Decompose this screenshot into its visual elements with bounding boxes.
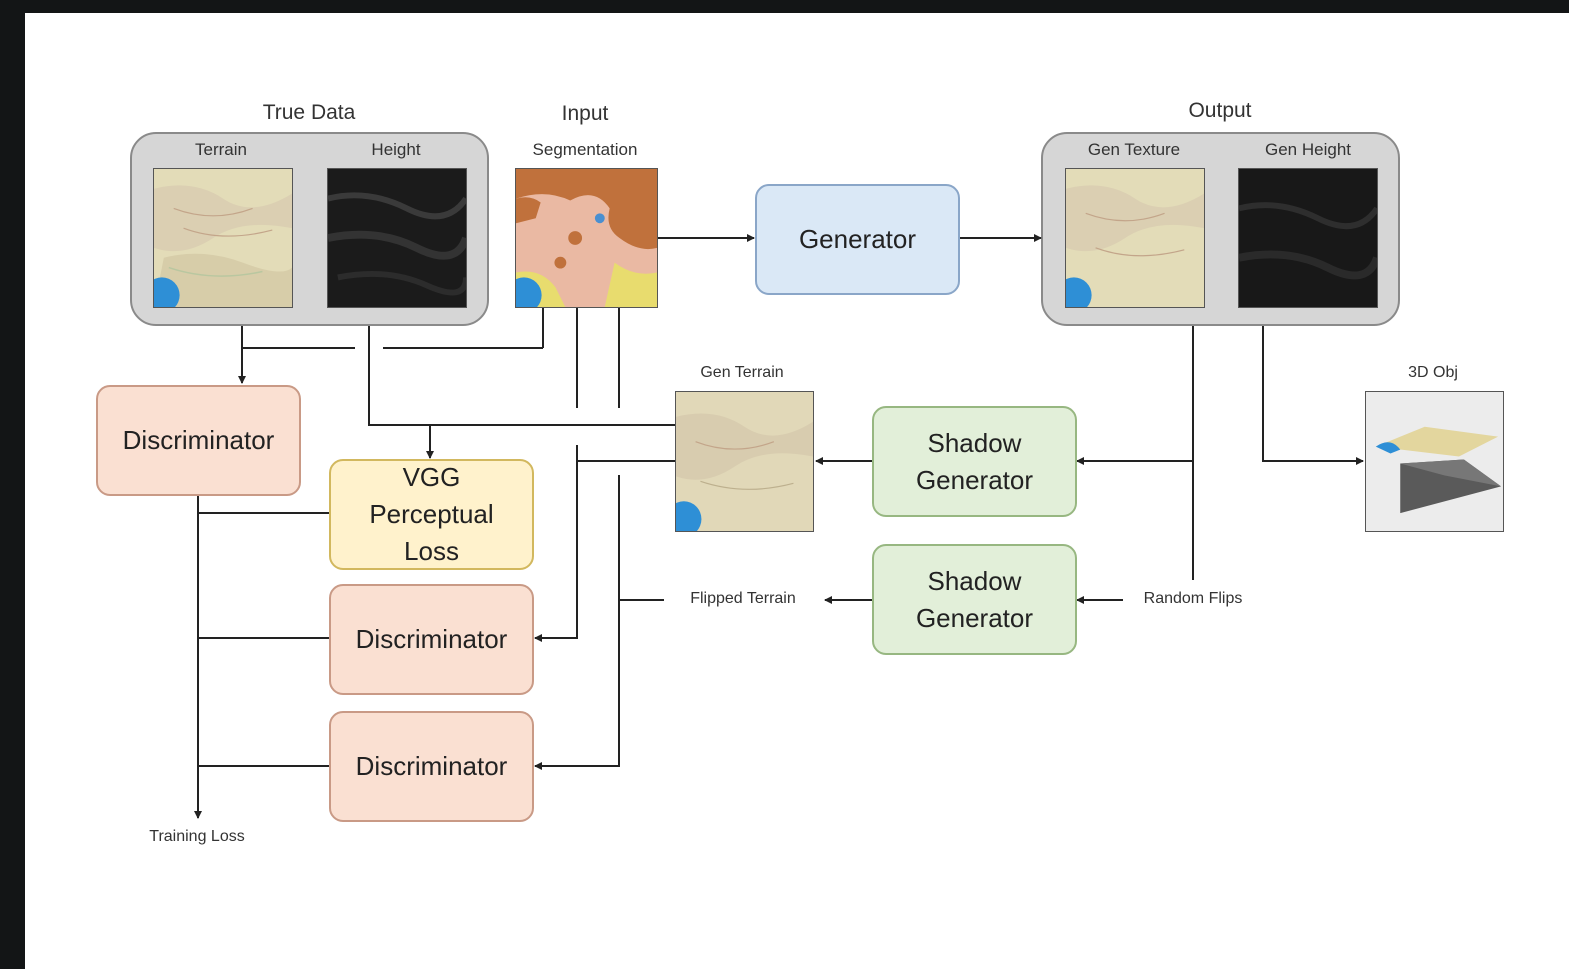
segmentation-label: Segmentation <box>532 140 638 159</box>
training-loss-label: Training Loss <box>149 828 245 845</box>
segmentation-image <box>515 168 658 308</box>
gen-height-image <box>1238 168 1378 308</box>
line-height-to-vgg <box>368 326 675 426</box>
arrow-genheight-to-3dobj <box>1262 326 1364 465</box>
line-to-disc2 <box>534 445 578 642</box>
output-label: Output <box>1188 99 1252 122</box>
gen-terrain-image <box>675 391 814 532</box>
true-terrain-image <box>153 168 293 308</box>
gen-terrain-label: Gen Terrain <box>700 364 784 381</box>
height-label: Height <box>371 140 421 159</box>
3d-obj-label: 3D Obj <box>1408 364 1458 381</box>
terrain-label: Terrain <box>195 140 247 159</box>
generator-node: Generator <box>755 184 960 295</box>
shadow-generator-node-1: Shadow Generator <box>872 406 1077 517</box>
line-to-disc3 <box>534 475 620 770</box>
random-flips-label: Random Flips <box>1143 590 1243 607</box>
discriminator-node-3: Discriminator <box>329 711 534 822</box>
connections <box>194 234 1364 819</box>
diagram-canvas: True Data Terrain Height Input Segmentat… <box>25 13 1569 969</box>
gen-height-label: Gen Height <box>1265 140 1351 159</box>
shadow-generator-node-2: Shadow Generator <box>872 544 1077 655</box>
true-data-label: True Data <box>262 101 356 124</box>
gen-texture-image <box>1065 168 1205 308</box>
input-label: Input <box>561 102 609 125</box>
3d-obj-image <box>1365 391 1504 532</box>
discriminator-node-1: Discriminator <box>96 385 301 496</box>
true-height-image <box>327 168 467 308</box>
discriminator-node-2: Discriminator <box>329 584 534 695</box>
vgg-perceptual-loss-node: VGG Perceptual Loss <box>329 459 534 570</box>
flipped-terrain-label: Flipped Terrain <box>690 590 796 607</box>
gen-texture-label: Gen Texture <box>1087 140 1181 159</box>
